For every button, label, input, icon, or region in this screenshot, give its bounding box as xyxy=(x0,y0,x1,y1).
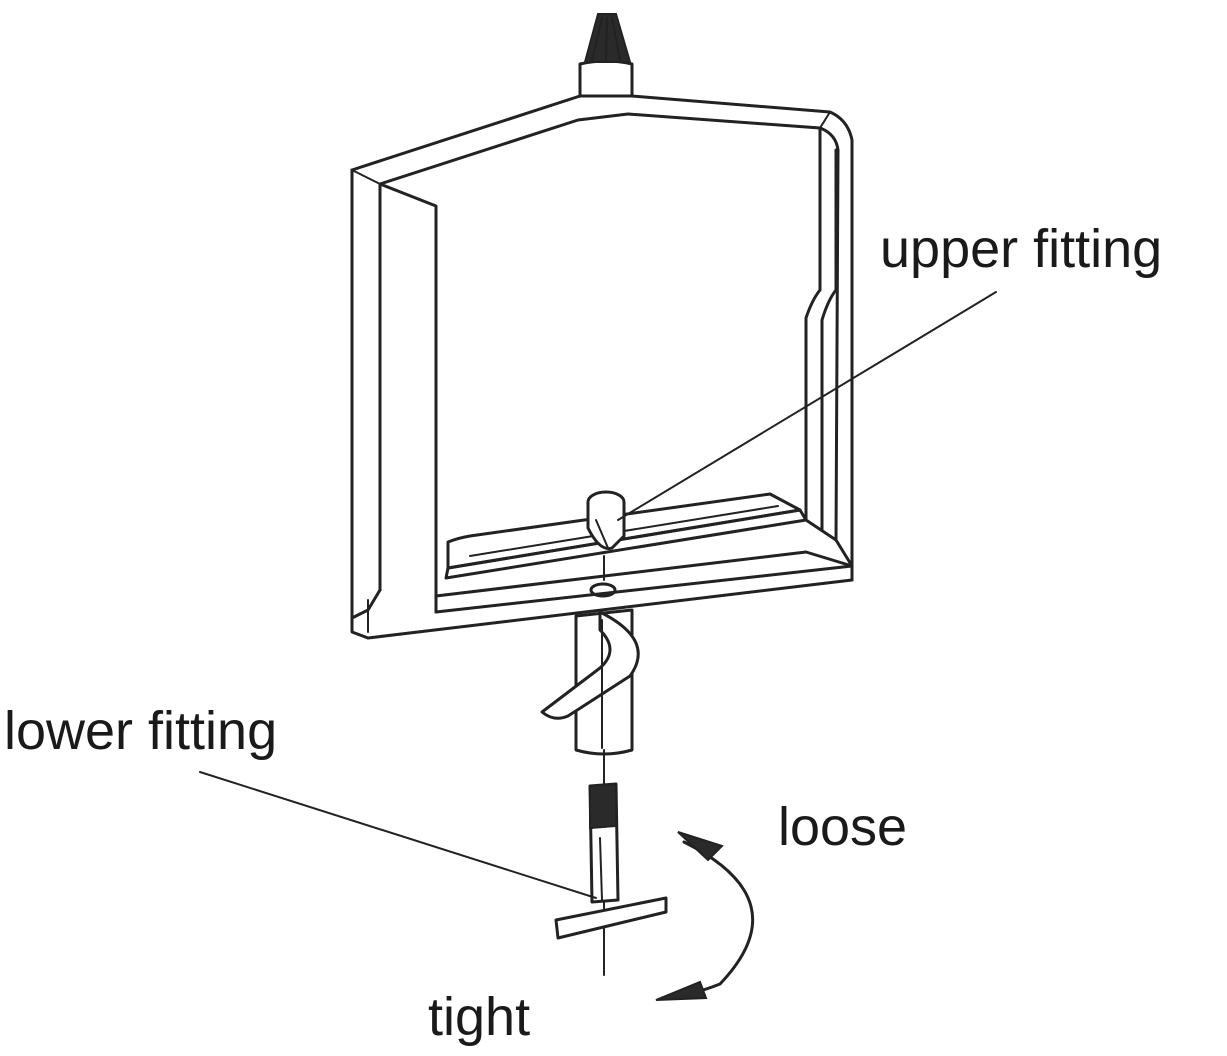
loose-label: loose xyxy=(778,797,908,857)
upper-fitting-leader xyxy=(617,291,997,521)
lower-fitting-label: lower fitting xyxy=(4,701,278,761)
upper-fitting-part xyxy=(586,490,626,598)
lower-fitting-part xyxy=(554,782,668,940)
upper-fitting-label: upper fitting xyxy=(880,219,1163,279)
rotation-arrow xyxy=(655,831,755,1001)
inner-shelf xyxy=(444,492,808,580)
top-knob xyxy=(578,13,634,98)
hanger-frame xyxy=(350,94,854,640)
spiral-hook xyxy=(540,608,640,756)
tight-label: tight xyxy=(428,987,531,1047)
lower-fitting-leader xyxy=(199,771,597,899)
